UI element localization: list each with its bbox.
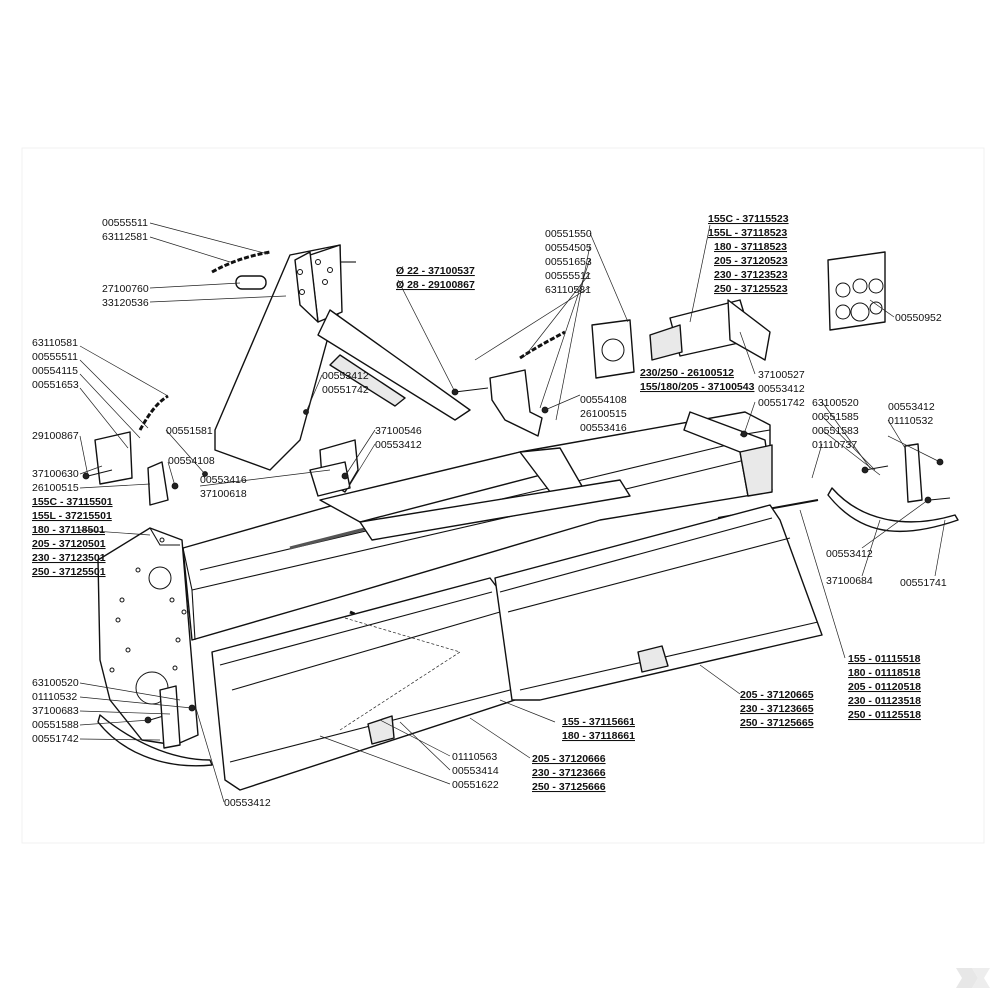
hitch-pin: [235, 275, 267, 290]
left-clevis-bracket: [94, 431, 133, 485]
right-skid: [827, 487, 959, 533]
label-230-250-26100512: 230/250 - 26100512: [640, 367, 734, 379]
label-250-37125501: 250 - 37125501: [32, 566, 106, 578]
label-205-37120501: 205 - 37120501: [32, 538, 106, 550]
label-00553412-skid-r: 00553412: [888, 401, 935, 413]
label-00554108-left: 00554108: [168, 455, 215, 467]
label-37100683: 37100683: [32, 705, 79, 717]
label-00553412-skid: 00553412: [826, 548, 873, 560]
label-180-37118501: 180 - 37118501: [32, 524, 105, 536]
center-clevis-bracket: [489, 369, 543, 437]
label-63100520-left: 63100520: [32, 677, 79, 689]
rear-shield-right: [494, 504, 823, 701]
label-37100546: 37100546: [375, 425, 422, 437]
label-250-01125518: 250 - 01125518: [848, 709, 921, 721]
label-230-01123518: 230 - 01123518: [848, 695, 921, 707]
label-37100630: 37100630: [32, 468, 79, 480]
watermark-logo: [956, 968, 990, 988]
label-00553414: 00553414: [452, 765, 499, 777]
label-00551622: 00551622: [452, 779, 499, 791]
label-00551742-right: 00551742: [758, 397, 805, 409]
label-63110581-left: 63110581: [32, 337, 78, 349]
label-00554115: 00554115: [32, 365, 78, 377]
label-205-37120665: 205 - 37120665: [740, 689, 814, 701]
page-frame: [21, 147, 985, 844]
hitch-brace: [317, 309, 471, 421]
label-00553412-clamp: 00553412: [375, 439, 422, 451]
label-250-37125666: 250 - 37125666: [532, 781, 606, 793]
label-180-37118661: 180 - 37118661: [562, 730, 635, 742]
label-00551653-center: 00551653: [545, 256, 592, 268]
label-01110563: 01110563: [452, 751, 497, 763]
label-205-37120666: 205 - 37120666: [532, 753, 606, 765]
label-63112581: 63112581: [102, 231, 148, 243]
leader-lines: [79, 222, 946, 803]
label-00551550: 00551550: [545, 228, 592, 240]
label-00550952: 00550952: [895, 312, 942, 324]
left-skid-bracket: [159, 685, 181, 749]
label-155L-37118523: 155L - 37118523: [708, 227, 787, 239]
label-230-37123665: 230 - 37123665: [740, 703, 814, 715]
label-00553416-left: 00553416: [200, 474, 247, 486]
label-00551585: 00551585: [812, 411, 859, 423]
main-frame-drawing: [82, 244, 959, 791]
label-26100515-center: 26100515: [580, 408, 627, 420]
label-00555511-left: 00555511: [32, 351, 78, 363]
label-37100684: 37100684: [826, 575, 873, 587]
label-01110532-right: 01110532: [888, 415, 933, 427]
label-250-37125665: 250 - 37125665: [740, 717, 814, 729]
label-180-37118523: 180 - 37118523: [714, 241, 787, 253]
label-63110581-center: 63110581: [545, 284, 591, 296]
right-skid-bracket: [904, 443, 923, 503]
label-00551588: 00551588: [32, 719, 79, 731]
label-00554505: 00554505: [545, 242, 592, 254]
label-27100760: 27100760: [102, 283, 149, 295]
label-155-01115518: 155 - 01115518: [848, 653, 921, 665]
label-00551742-tower: 00551742: [322, 384, 369, 396]
label-230-37123501: 230 - 37123501: [32, 552, 106, 564]
label-63100520-right: 63100520: [812, 397, 859, 409]
label-01110737: 01110737: [812, 439, 857, 451]
label-155-180-205-37100543: 155/180/205 - 37100543: [640, 381, 755, 393]
label-d22-37100537: Ø 22 - 37100537: [396, 265, 475, 277]
label-00551741: 00551741: [900, 577, 947, 589]
label-37100527: 37100527: [758, 369, 805, 381]
label-26100515-left: 26100515: [32, 482, 79, 494]
label-00553412-right: 00553412: [758, 383, 805, 395]
label-d28-29100867: Ø 28 - 29100867: [396, 279, 475, 291]
side-plate-bolt-holes: [109, 537, 187, 673]
label-00555511-center: 00555511: [545, 270, 591, 282]
label-180-01118518: 180 - 01118518: [848, 667, 921, 679]
part-number-labels: 00555511 63112581 27100760 33120536 Ø 22…: [32, 213, 947, 809]
label-37100618: 37100618: [200, 488, 247, 500]
label-155C-37115523: 155C - 37115523: [708, 213, 789, 225]
label-33120536: 33120536: [102, 297, 149, 309]
label-250-37125523: 250 - 37125523: [714, 283, 788, 295]
label-230-37123523: 230 - 37123523: [714, 269, 788, 281]
label-205-01120518: 205 - 01120518: [848, 681, 921, 693]
label-155C-37115501: 155C - 37115501: [32, 496, 113, 508]
label-00551742-left: 00551742: [32, 733, 79, 745]
left-skid: [97, 714, 213, 767]
label-230-37123666: 230 - 37123666: [532, 767, 606, 779]
label-00551653-left: 00551653: [32, 379, 79, 391]
label-01110532-left: 01110532: [32, 691, 77, 703]
label-00553412-bottom: 00553412: [224, 797, 271, 809]
label-29100867-left: 29100867: [32, 430, 79, 442]
label-155L-37215501: 155L - 37215501: [32, 510, 112, 522]
label-155-37115661: 155 - 37115661: [562, 716, 635, 728]
label-00554108-center: 00554108: [580, 394, 627, 406]
label-00555511-top: 00555511: [102, 217, 148, 229]
label-00553412-tower: 00553412: [322, 370, 369, 382]
u-clamp-lower: [309, 461, 351, 497]
label-00551583: 00551583: [812, 425, 859, 437]
label-00553416-center: 00553416: [580, 422, 627, 434]
label-205-37120523: 205 - 37120523: [714, 255, 788, 267]
label-00551581: 00551581: [166, 425, 213, 437]
